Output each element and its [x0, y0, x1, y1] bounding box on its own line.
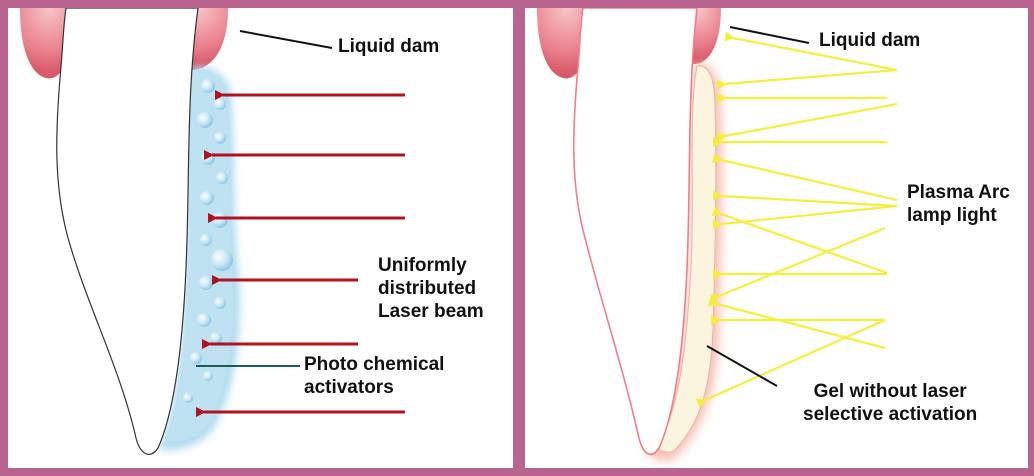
laser-activation-illustration	[8, 8, 513, 468]
gel-label-line-2: selective activation	[803, 403, 977, 426]
light-ray	[717, 304, 885, 348]
gel-label-line-1: Gel without laser	[803, 380, 977, 403]
laser-beam-label-line-2: distributed	[378, 277, 484, 300]
plasma-arc-label-line-2: lamp light	[907, 204, 1010, 227]
plasma-arc-label-line-1: Plasma Arc	[907, 181, 1010, 204]
gel-label: Gel without laser selective activation	[803, 380, 977, 426]
liquid-dam-label: Liquid dam	[819, 29, 920, 52]
plasma-arc-panel: Liquid dam Plasma Arc lamp light Gel wit…	[525, 8, 1028, 468]
laser-beam-label: Uniformly distributed Laser beam	[378, 254, 484, 323]
activators-label-line-1: Photo chemical	[304, 353, 444, 376]
laser-beam-label-line-1: Uniformly	[378, 254, 484, 277]
light-ray	[721, 214, 887, 273]
light-ray	[725, 70, 897, 84]
plasma-arc-light-rays	[705, 38, 897, 400]
plasma-arc-label: Plasma Arc lamp light	[907, 181, 1010, 227]
light-ray	[721, 196, 897, 206]
light-ray	[721, 160, 897, 200]
light-ray	[725, 104, 897, 136]
gel-leader	[707, 346, 777, 386]
light-ray	[719, 228, 885, 296]
liquid-dam-label: Liquid dam	[338, 35, 439, 58]
laser-beam-label-line-3: Laser beam	[378, 300, 484, 323]
light-ray	[721, 206, 897, 224]
liquid-dam-leader	[240, 31, 332, 48]
activators-label: Photo chemical activators	[304, 353, 444, 399]
activators-label-line-2: activators	[304, 376, 444, 399]
laser-activation-panel: Liquid dam Uniformly distributed Laser b…	[8, 8, 513, 468]
